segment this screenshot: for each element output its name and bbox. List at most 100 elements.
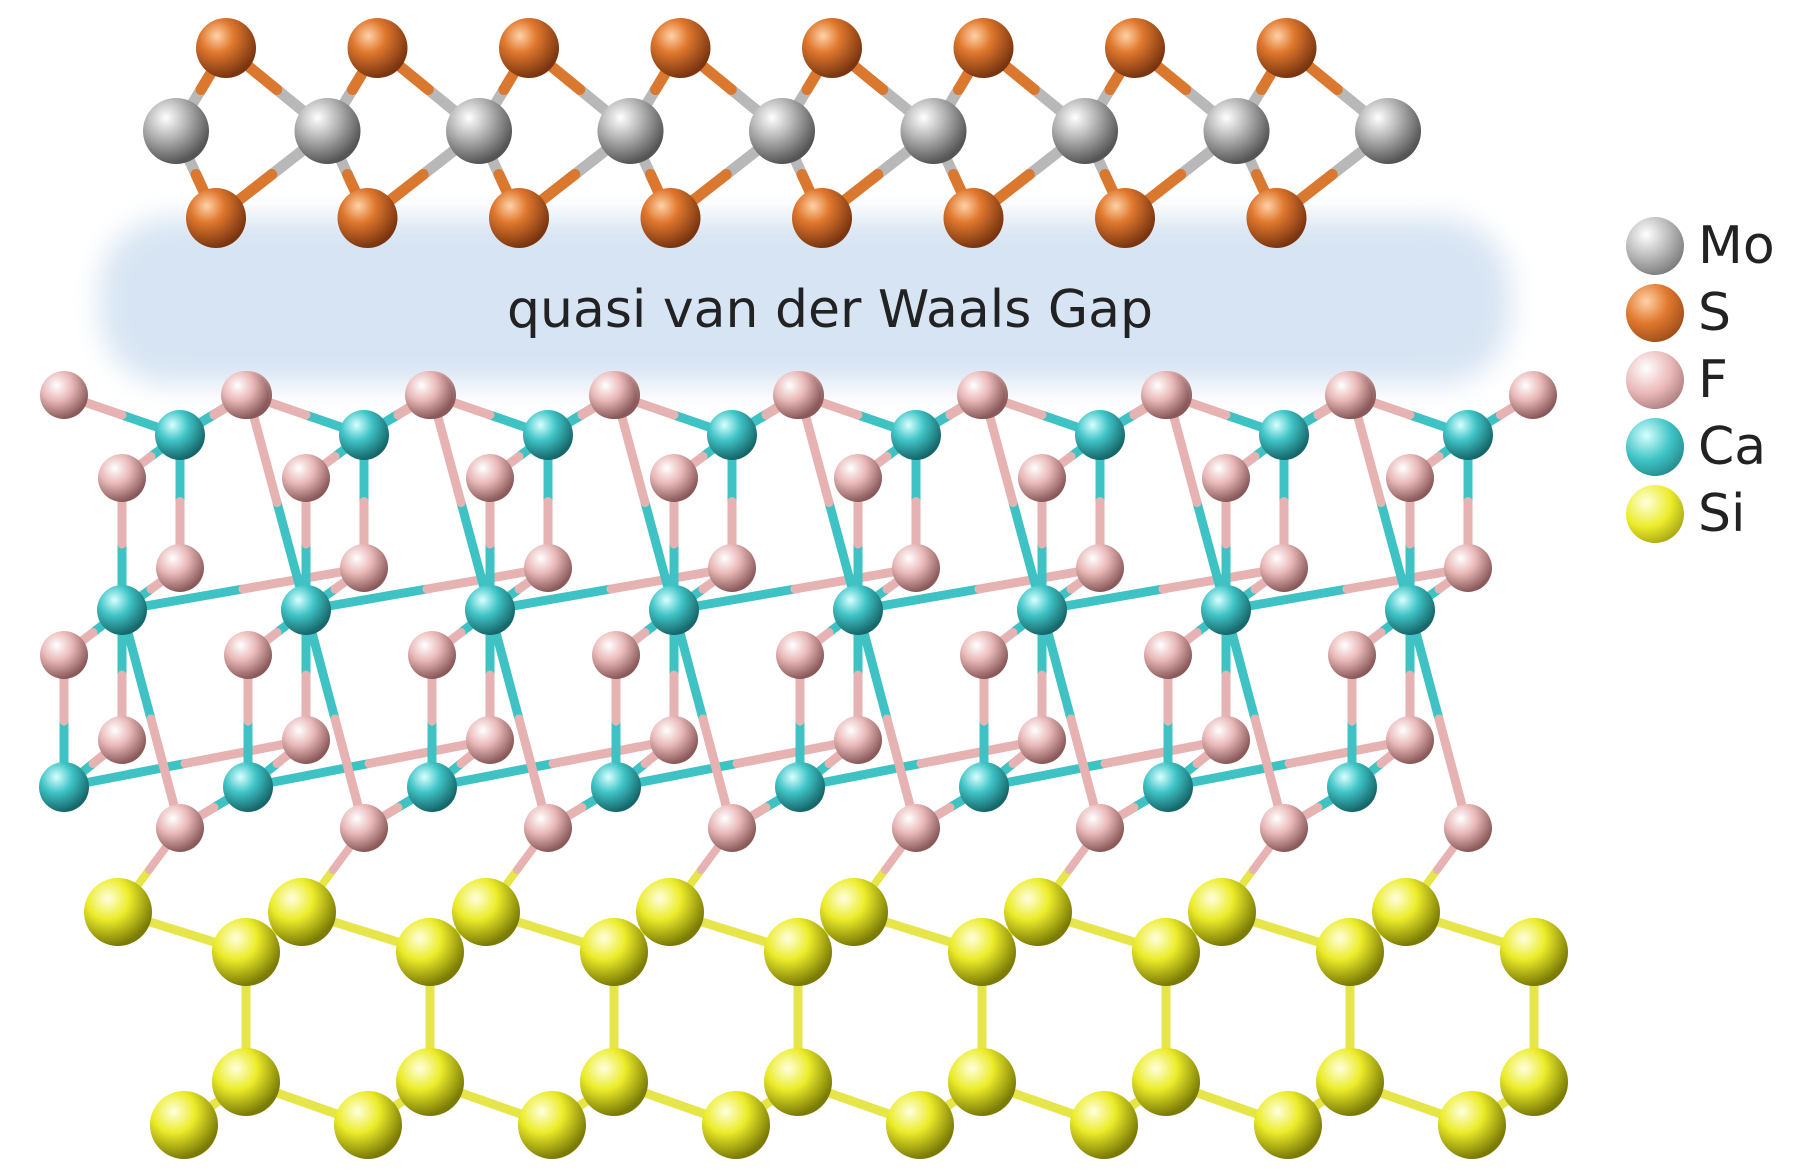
si-atom: [702, 1091, 770, 1159]
legend-label-mo: Mo: [1698, 215, 1775, 276]
ca-atom: [1201, 585, 1251, 635]
gap-band: [100, 218, 1510, 384]
f-atom: [466, 716, 514, 764]
si-atom: [1132, 1048, 1200, 1116]
ca-atom: [591, 762, 641, 812]
f-atom: [960, 631, 1008, 679]
ca-atom: [39, 762, 89, 812]
ca-atom: [223, 762, 273, 812]
s-atom: [337, 188, 398, 248]
f-atom: [1076, 544, 1124, 592]
s-atom: [792, 188, 852, 248]
ca-atom: [339, 410, 389, 460]
legend-label-s: S: [1698, 282, 1732, 343]
ca-atom: [833, 585, 883, 635]
ca-atom: [155, 410, 205, 460]
s-atom: [186, 188, 246, 248]
f-atom: [708, 544, 756, 592]
ca-atom: [1443, 410, 1493, 460]
ca-atom: [1327, 762, 1377, 812]
f-atom: [708, 804, 756, 852]
ca-atom: [959, 762, 1009, 812]
s-atom-swatch: [1626, 283, 1684, 342]
s-atom: [650, 18, 711, 78]
si-atom: [212, 1048, 280, 1116]
si-atom: [1500, 918, 1568, 986]
ca-atom: [97, 585, 147, 635]
f-atom: [98, 716, 146, 764]
mo-atom-swatch: [1626, 216, 1684, 275]
f-atom: [221, 371, 269, 419]
f-atom: [1076, 804, 1124, 852]
ca-atom: [1385, 585, 1435, 635]
legend: Mo S F Ca Si: [1626, 212, 1775, 547]
f-atom: [892, 804, 940, 852]
f-atom: [282, 454, 330, 502]
s-atom: [640, 188, 701, 248]
si-atom: [1188, 878, 1256, 946]
s-atom: [802, 18, 862, 78]
s-atom: [196, 18, 256, 78]
legend-label-f: F: [1698, 349, 1728, 410]
f-atom: [1328, 631, 1376, 679]
f-atom: [1260, 804, 1308, 852]
si-atom: [1438, 1091, 1506, 1159]
si-atom: [580, 1048, 648, 1116]
f-atom: [1325, 371, 1373, 419]
ca-atom: [523, 410, 573, 460]
f-atom: [340, 804, 388, 852]
si-atom: [1070, 1091, 1138, 1159]
s-atom: [347, 18, 408, 78]
f-atom: [408, 631, 456, 679]
f-atom: [466, 454, 514, 502]
legend-item-s: S: [1626, 279, 1775, 346]
legend-item-ca: Ca: [1626, 413, 1775, 480]
si-atom: [1254, 1091, 1322, 1159]
f-atom: [589, 371, 637, 419]
mo-atom: [597, 98, 664, 164]
ca-atom: [707, 410, 757, 460]
f-atom-swatch: [1626, 350, 1684, 409]
ca-atom: [1017, 585, 1067, 635]
f-atom: [834, 454, 882, 502]
f-atom: [524, 544, 572, 592]
si-atom: [764, 918, 832, 986]
si-atom: [84, 878, 152, 946]
f-atom: [1202, 454, 1250, 502]
f-atom: [1386, 716, 1434, 764]
s-atom: [489, 188, 549, 248]
si-atom: [1316, 1048, 1384, 1116]
si-atom: [268, 878, 336, 946]
f-atom: [650, 454, 698, 502]
mo-atom: [1052, 98, 1118, 164]
f-atom: [1444, 544, 1492, 592]
f-atom: [1509, 371, 1557, 419]
f-atom: [650, 716, 698, 764]
atoms-layer: [39, 18, 1568, 1159]
legend-item-mo: Mo: [1626, 212, 1775, 279]
mo-atom: [143, 98, 209, 164]
f-atom: [773, 371, 821, 419]
f-atom: [892, 544, 940, 592]
si-atom: [764, 1048, 832, 1116]
f-atom: [98, 454, 146, 502]
si-atom: [212, 918, 280, 986]
si-atom: [1316, 918, 1384, 986]
si-atom: [948, 918, 1016, 986]
ca-atom: [407, 762, 457, 812]
f-atom: [957, 371, 1005, 419]
legend-label-si: Si: [1698, 483, 1746, 544]
si-atom: [1500, 1048, 1568, 1116]
si-atom: [820, 878, 888, 946]
s-atom: [953, 18, 1014, 78]
f-atom: [40, 371, 88, 419]
si-atom: [452, 878, 520, 946]
legend-label-ca: Ca: [1698, 416, 1767, 477]
si-atom: [948, 1048, 1016, 1116]
si-atom: [396, 918, 464, 986]
si-atom: [636, 878, 704, 946]
f-atom: [224, 631, 272, 679]
mo-atom: [900, 98, 967, 164]
si-atom: [1372, 878, 1440, 946]
ca-atom: [1143, 762, 1193, 812]
